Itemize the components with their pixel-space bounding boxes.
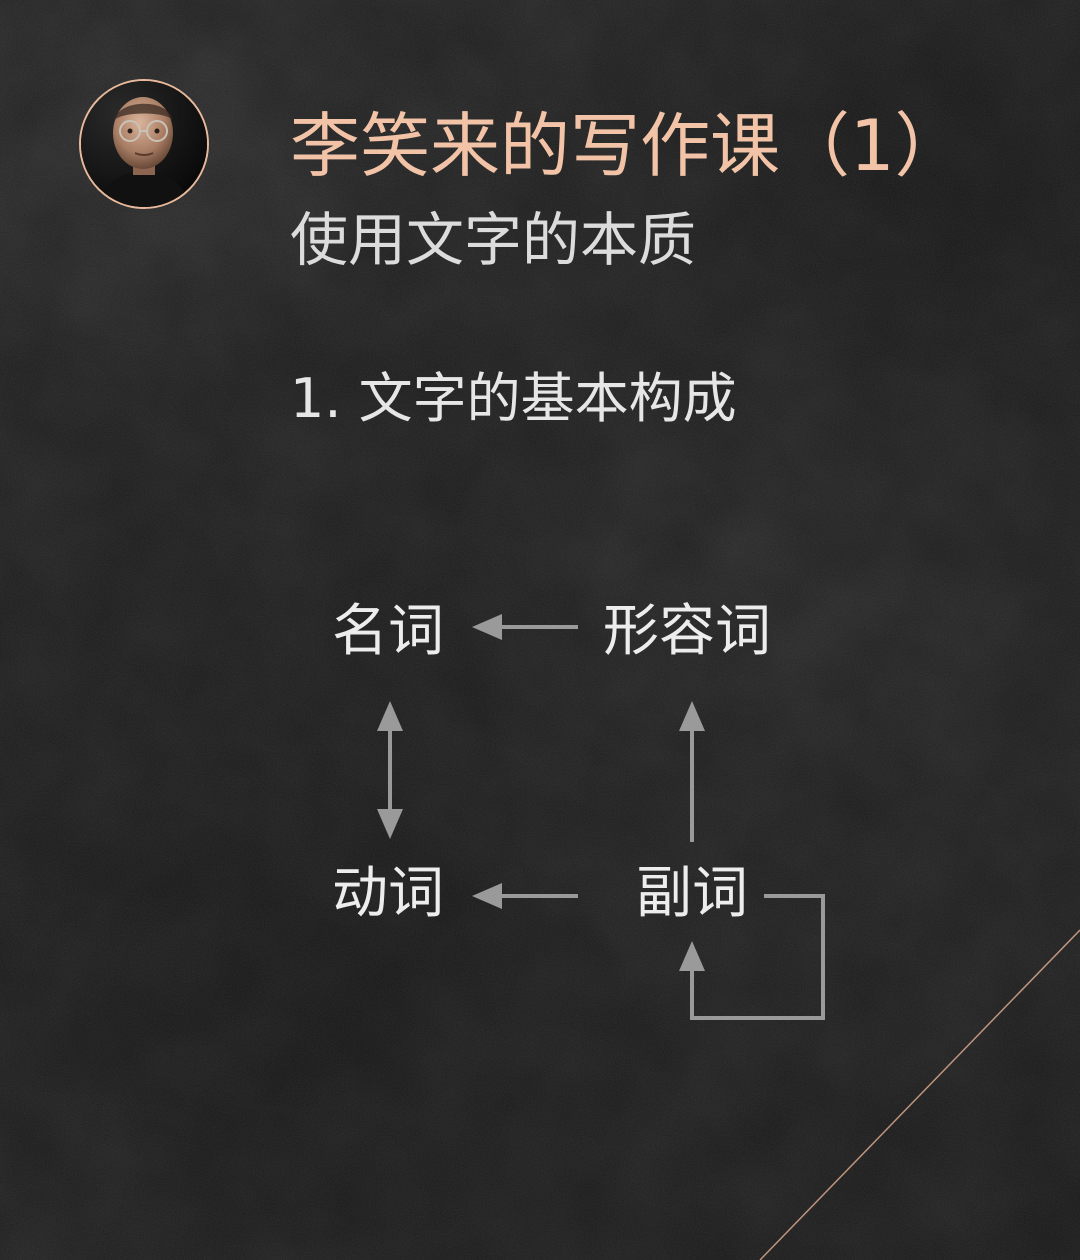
arrow-noun-verb-bidirectional xyxy=(377,701,403,839)
node-adjective: 形容词 xyxy=(603,599,771,664)
node-adverb: 副词 xyxy=(636,861,748,926)
page-subtitle: 使用文字的本质 xyxy=(290,206,697,274)
arrow-adverb-to-adjective xyxy=(679,701,705,842)
node-noun: 名词 xyxy=(332,599,444,664)
avatar xyxy=(79,79,209,209)
arrow-adjective-to-noun xyxy=(472,614,578,640)
portrait-icon xyxy=(81,81,207,207)
arrow-adverb-to-verb xyxy=(472,883,578,909)
section-heading: 1. 文字的基本构成 xyxy=(290,367,737,430)
page-title: 李笑来的写作课（1） xyxy=(290,105,965,187)
arrow-adverb-self-loop xyxy=(679,894,825,1020)
node-verb: 动词 xyxy=(332,861,444,926)
